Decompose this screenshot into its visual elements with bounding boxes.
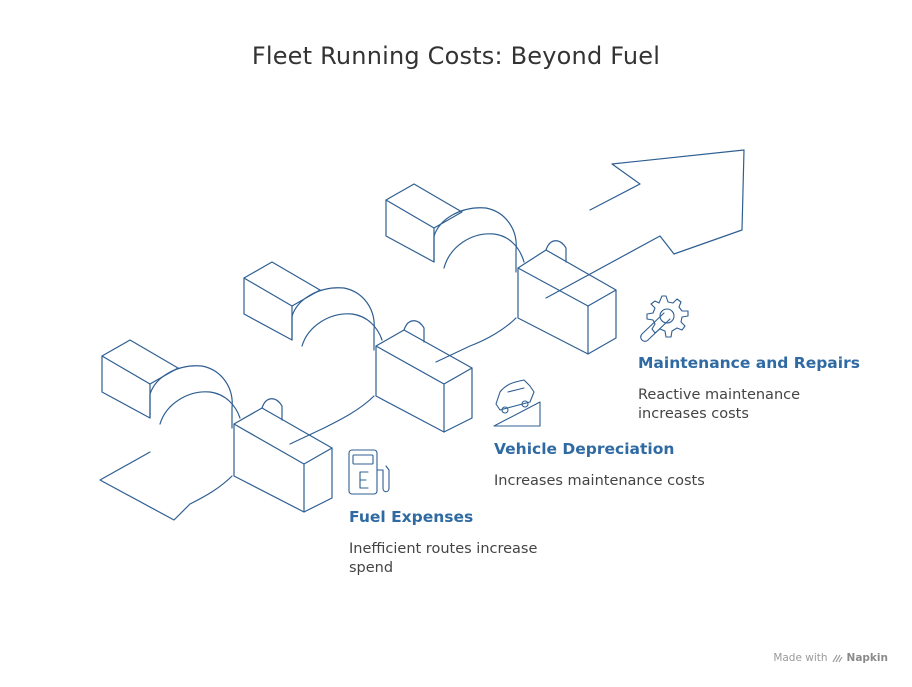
step-block-maintenance — [385, 183, 617, 363]
fuel-pump-icon — [348, 449, 390, 495]
footer-prefix: Made with — [773, 652, 828, 664]
step-block-depreciation — [243, 261, 473, 445]
step-desc-fuel: Inefficient routes increase spend — [349, 541, 538, 576]
made-with-footer: Made with Napkin — [773, 652, 888, 664]
step-desc-maintenance: Reactive maintenance increases costs — [638, 387, 801, 422]
footer-brand: Napkin — [846, 652, 888, 664]
growth-arrow — [545, 149, 745, 299]
page-title: Fleet Running Costs: Beyond Fuel — [251, 42, 661, 70]
step-title-maintenance: Maintenance and Repairs — [638, 354, 860, 372]
step-desc-depreciation: Increases maintenance costs — [494, 473, 705, 489]
napkin-logo-icon — [832, 654, 843, 662]
car-downhill-icon — [493, 379, 541, 427]
step-title-depreciation: Vehicle Depreciation — [494, 440, 675, 458]
step-title-fuel: Fuel Expenses — [349, 508, 474, 526]
step-block-fuel — [99, 339, 333, 521]
gear-wrench-icon — [640, 295, 689, 342]
